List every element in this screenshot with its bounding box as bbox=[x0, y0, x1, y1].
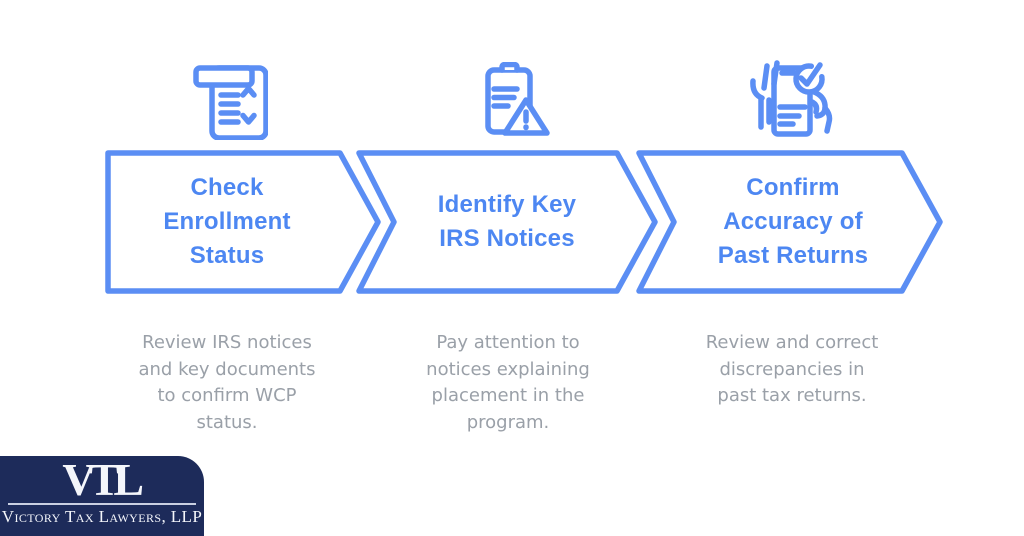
step2-title: Identify Key IRS Notices bbox=[437, 191, 577, 252]
clipboard-warning-icon bbox=[485, 62, 550, 136]
hands-document-check-icon bbox=[750, 60, 833, 137]
step3-title: Confirm Accuracy of Past Returns bbox=[717, 174, 869, 269]
step1-title: Check Enrollment Status bbox=[163, 174, 291, 269]
logo-firm-name: Victory Tax Lawyers, LLP bbox=[1, 507, 203, 526]
logo-divider bbox=[8, 503, 196, 505]
victory-tax-lawyers-logo: VTL Victory Tax Lawyers, LLP bbox=[0, 456, 204, 536]
step3-description: Review and correct discrepancies in past… bbox=[705, 332, 879, 406]
logo-monogram: VTL bbox=[62, 454, 144, 505]
receipt-sort-icon bbox=[193, 65, 268, 140]
step2-arrow-shape bbox=[356, 150, 658, 294]
step3-arrow-shape bbox=[636, 150, 943, 294]
step1-description: Review IRS notices and key documents to … bbox=[138, 332, 316, 433]
step2-description: Pay attention to notices explaining plac… bbox=[426, 332, 590, 433]
step1-arrow-shape bbox=[105, 150, 381, 294]
